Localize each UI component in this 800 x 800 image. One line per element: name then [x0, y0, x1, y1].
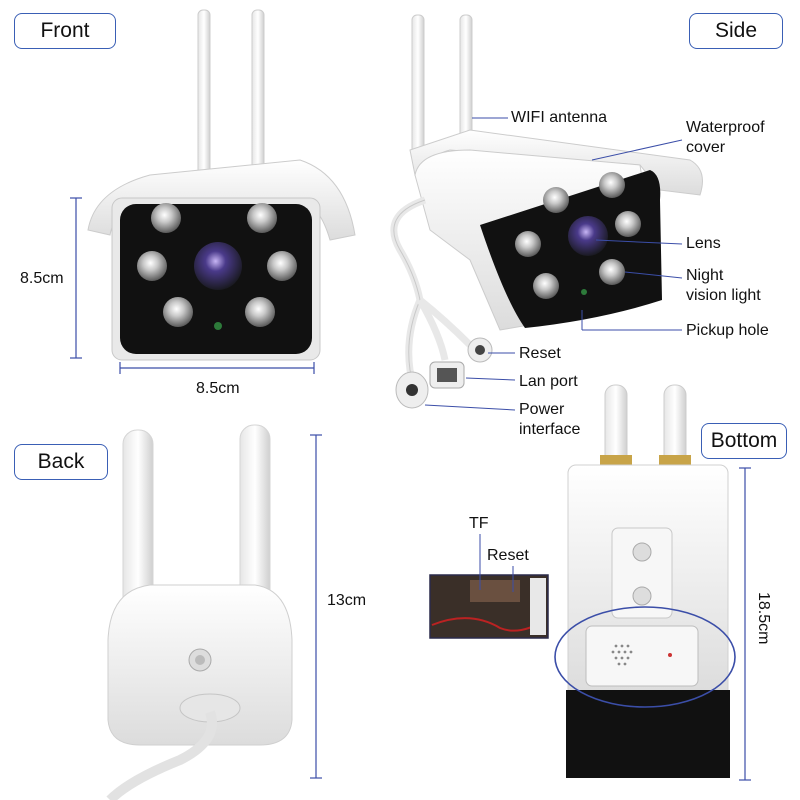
bottom-length-dimension: 18.5cm [755, 592, 772, 645]
tf-slot-photo-edge [530, 578, 546, 635]
highlight-ellipse [554, 606, 736, 708]
lens [568, 216, 608, 256]
antenna-right [663, 384, 687, 466]
ir-led [247, 203, 277, 233]
reset-button [475, 345, 485, 355]
bottom-view-label: Bottom [701, 423, 787, 459]
ir-led [245, 297, 275, 327]
camera-face-bottom [566, 690, 730, 778]
cable [106, 710, 217, 800]
tf-slot-photo-detail [470, 580, 520, 602]
waterproof-cover-callout-line2: cover [686, 139, 726, 156]
reset-callout: Reset [519, 345, 561, 362]
ir-led [163, 297, 193, 327]
ir-led [137, 251, 167, 281]
ir-led [599, 172, 625, 198]
back-height-dimension: 13cm [327, 592, 367, 609]
waterproof-cover-callout: Waterproof cover [686, 118, 765, 158]
bottom-dimension-line [739, 467, 751, 781]
tf-slot-photo-wires [431, 617, 546, 632]
lan-port-callout: Lan port [519, 373, 578, 390]
mount-screw [632, 586, 652, 606]
camera-face [480, 170, 662, 328]
back-dimension-line [310, 434, 322, 779]
back-view-label: Back [14, 444, 108, 480]
front-view-label: Front [14, 13, 116, 49]
front-dimension-lines [70, 197, 315, 374]
night-vision-callout-line1: Night [686, 267, 724, 284]
mount-screw [632, 542, 652, 562]
ir-led [533, 273, 559, 299]
lens [194, 242, 242, 290]
back-screw [195, 655, 205, 665]
front-width-dimension: 8.5cm [196, 380, 240, 397]
antenna-left [197, 9, 211, 181]
bottom-reset-callout: Reset [487, 547, 529, 564]
ir-led [151, 203, 181, 233]
cable [416, 298, 449, 361]
night-vision-callout-line2: vision light [686, 287, 761, 304]
ir-led [543, 187, 569, 213]
front-height-dimension: 8.5cm [20, 270, 64, 287]
pickup-hole [214, 322, 222, 330]
lan-port [437, 368, 457, 382]
bottom-callout-lines [479, 534, 514, 592]
antenna-right [251, 9, 265, 181]
power-interface-callout-line2: interface [519, 421, 581, 438]
ir-led [515, 231, 541, 257]
mounting-bracket [611, 527, 673, 619]
ir-led [267, 251, 297, 281]
front-view-camera [87, 9, 356, 361]
back-view-camera [106, 424, 293, 800]
side-callout-lines [424, 117, 683, 411]
side-view-label: Side [689, 13, 783, 49]
bottom-view-camera [429, 384, 736, 778]
antenna-left [411, 14, 425, 156]
pickup-hole-callout: Pickup hole [686, 322, 769, 339]
night-vision-callout: Night vision light [686, 266, 761, 306]
power-interface-callout-line1: Power [519, 401, 565, 418]
power-interface-callout: Power interface [519, 400, 580, 440]
ir-led [599, 259, 625, 285]
antenna-left [604, 384, 628, 466]
wifi-antenna-callout: WIFI antenna [511, 109, 608, 126]
waterproof-cover-callout-line1: Waterproof [686, 119, 765, 136]
speaker-grille [611, 644, 633, 666]
tf-callout: TF [469, 515, 489, 532]
lens-callout: Lens [686, 235, 721, 252]
ir-led [615, 211, 641, 237]
pickup-hole [581, 289, 587, 295]
speaker-panel [585, 625, 699, 687]
bottom-reset-hole [668, 653, 672, 657]
side-view-camera [390, 14, 703, 409]
power-interface [406, 384, 418, 396]
